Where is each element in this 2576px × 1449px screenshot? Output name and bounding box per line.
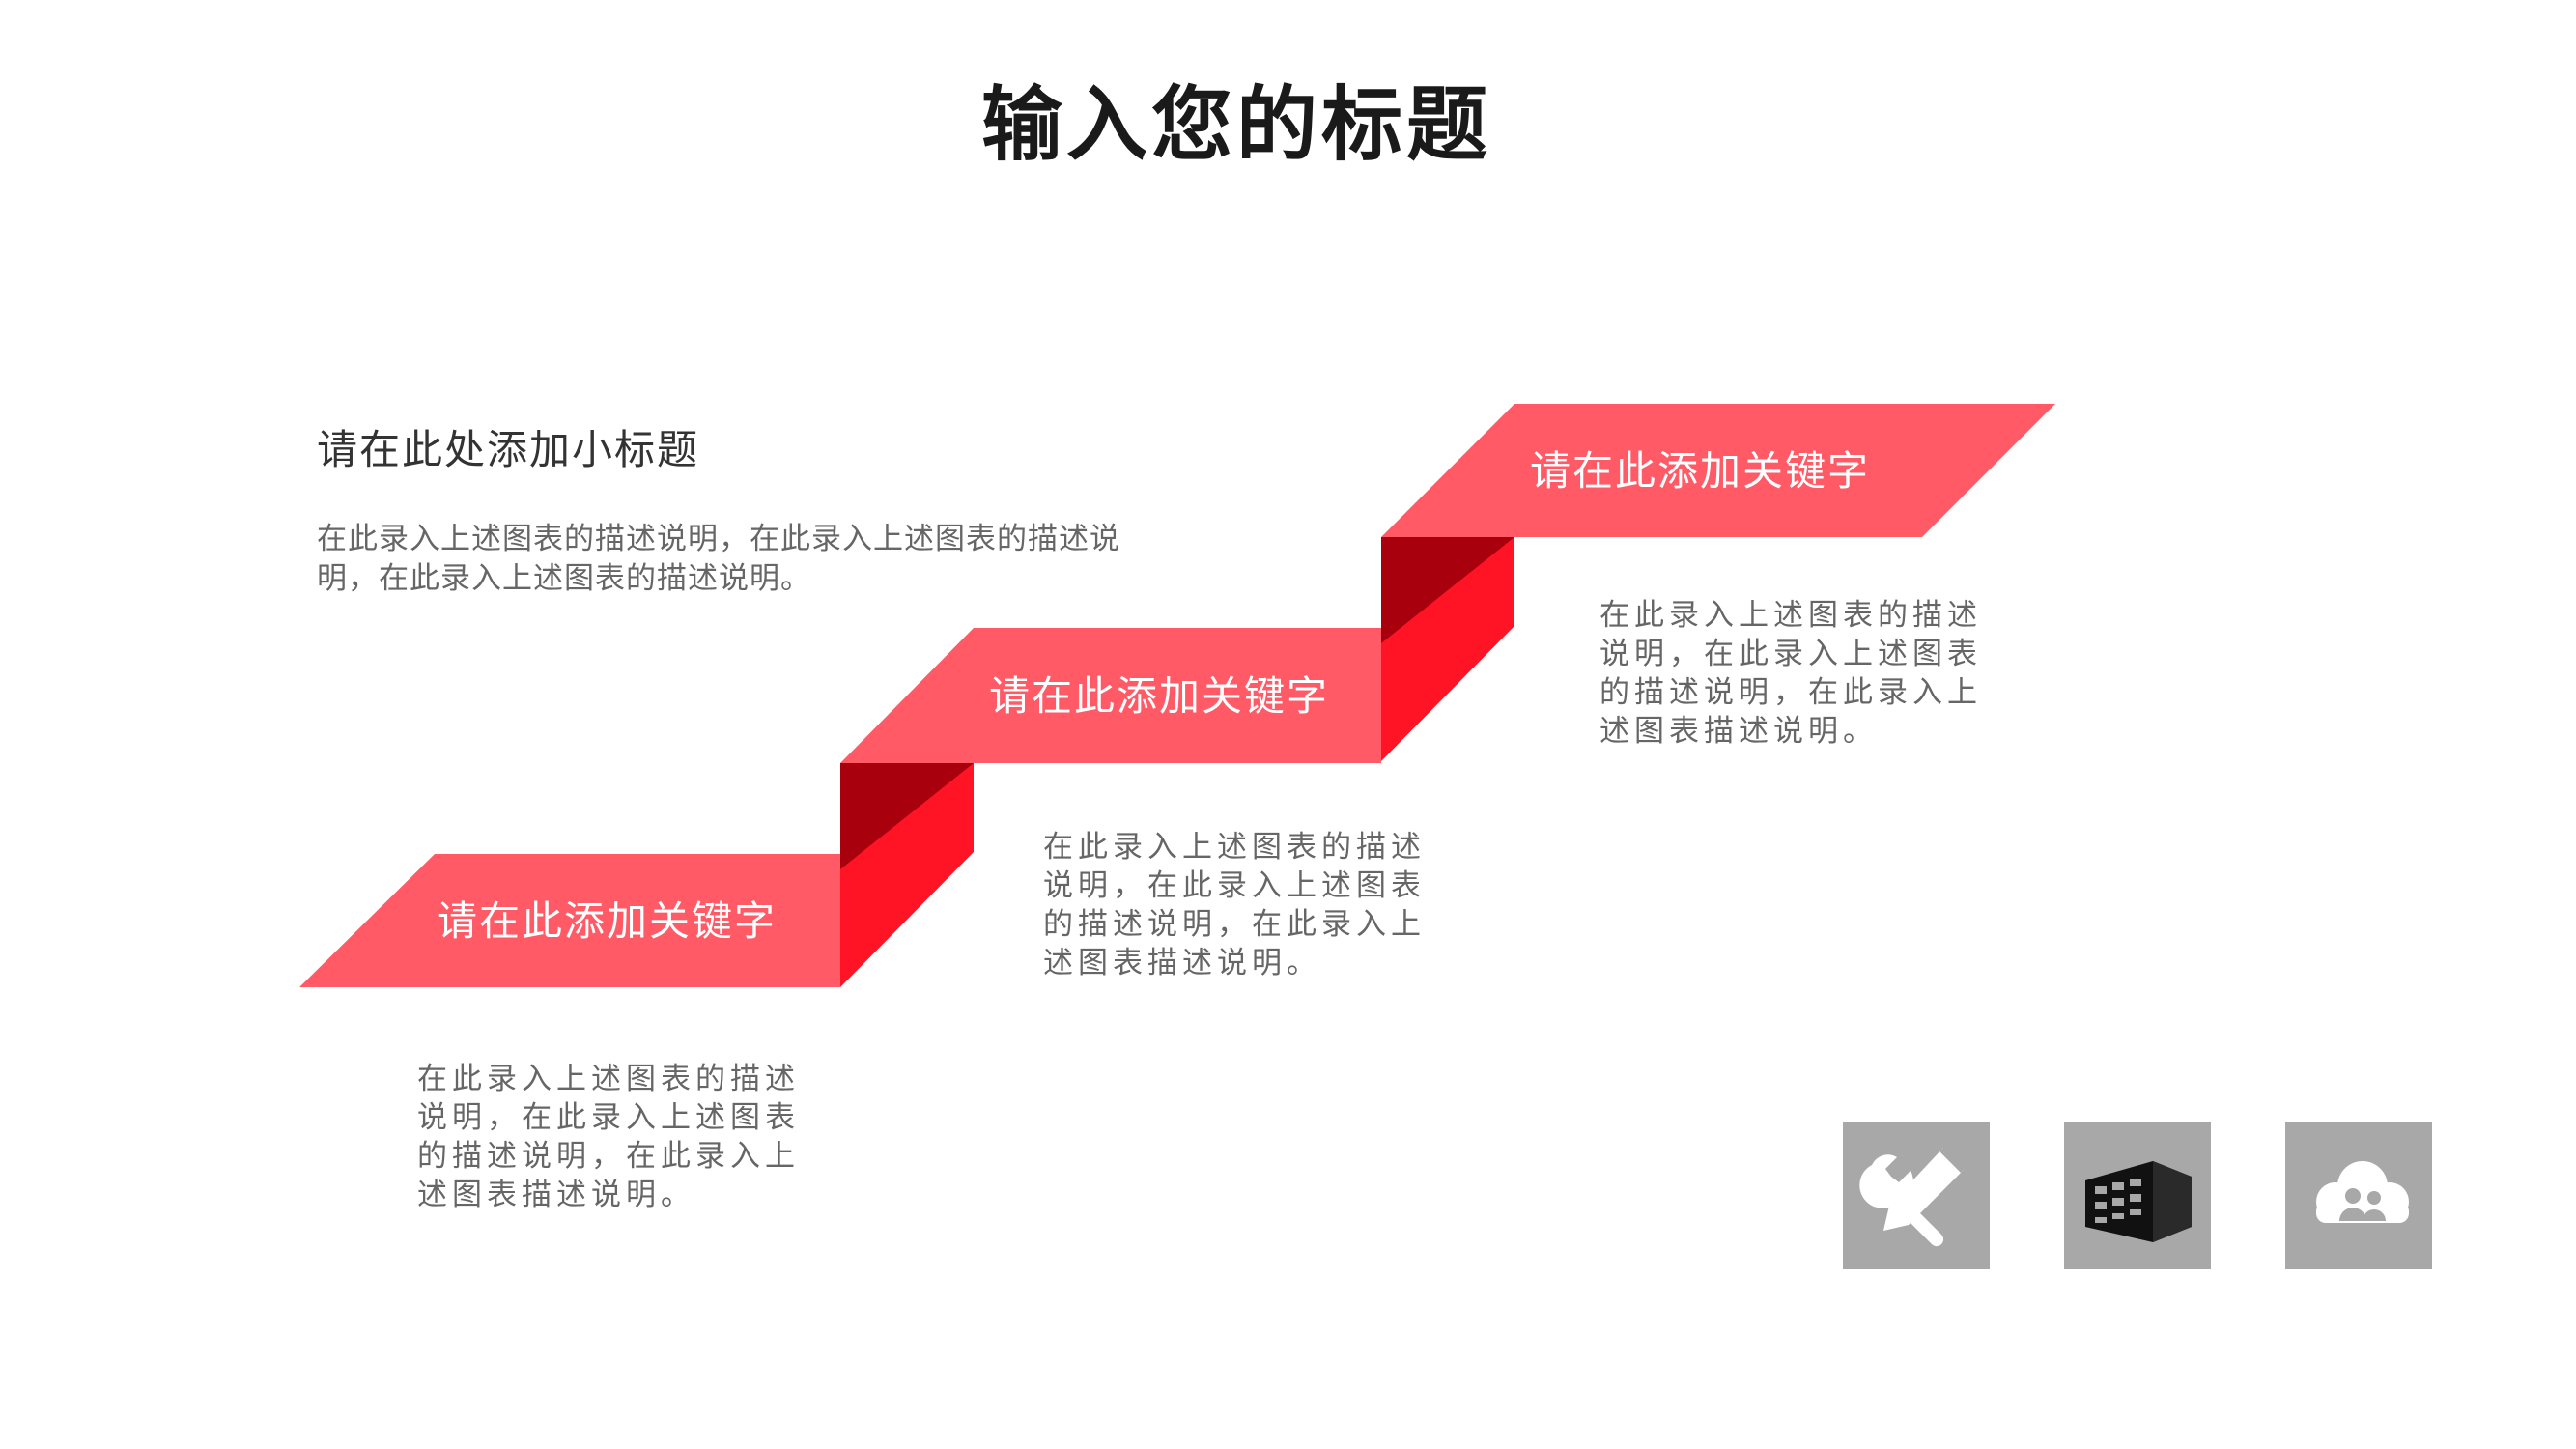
step-2-desc-line: 述图表描述说明。	[1043, 946, 1321, 980]
step-3-label: 请在此添加关键字	[1530, 447, 1870, 495]
step-3-ribbon	[1381, 404, 2055, 537]
step-1: 请在此添加关键字	[299, 854, 840, 987]
step-2-desc-line: 的描述说明，在此录入上	[1043, 907, 1426, 942]
building-icon	[2085, 1161, 2192, 1242]
step-1-label: 请在此添加关键字	[437, 897, 777, 945]
ribbon-fold-1-dark	[840, 763, 974, 869]
step-3-desc-line: 的描述说明，在此录入上	[1599, 675, 1982, 710]
intro-description: 在此录入上述图表的描述说明，在此录入上述图表的描述说明，在此录入上述图表的描述说…	[317, 522, 1120, 596]
section-subtitle: 请在此处添加小标题	[317, 426, 700, 473]
ribbon-fold-2-dark	[1381, 537, 1514, 643]
ribbon-fold-1	[840, 763, 974, 987]
ribbon-fold-2	[1381, 537, 1514, 761]
step-2-description: 在此录入上述图表的描述 说明，在此录入上述图表 的描述说明，在此录入上 述图表描…	[1043, 828, 1449, 982]
step-3-desc-line: 在此录入上述图表的描述	[1599, 598, 1982, 633]
tools-icon-tile	[1843, 1122, 1990, 1269]
cloud-people-icon	[2316, 1161, 2409, 1223]
step-1-desc-line: 述图表描述说明。	[417, 1178, 695, 1212]
step-1-desc-line: 的描述说明，在此录入上	[417, 1139, 800, 1174]
tools-icon	[1859, 1146, 1967, 1247]
step-3-desc-line: 说明，在此录入上述图表	[1599, 637, 1982, 671]
step-2-ribbon	[840, 628, 1381, 763]
step-3: 请在此添加关键字	[1381, 404, 2055, 537]
cloud-people-icon-tile	[2285, 1122, 2432, 1269]
step-2-desc-line: 说明，在此录入上述图表	[1043, 868, 1426, 903]
step-1-ribbon	[299, 854, 840, 987]
step-2-label: 请在此添加关键字	[989, 672, 1329, 720]
step-3-desc-line: 述图表描述说明。	[1599, 714, 1878, 749]
step-1-description: 在此录入上述图表的描述 说明，在此录入上述图表 的描述说明，在此录入上 述图表描…	[417, 1060, 823, 1214]
step-2-desc-line: 在此录入上述图表的描述	[1043, 830, 1426, 865]
page-title: 输入您的标题	[980, 77, 1491, 172]
step-3-description: 在此录入上述图表的描述 说明，在此录入上述图表 的描述说明，在此录入上 述图表描…	[1599, 596, 2005, 751]
step-1-desc-line: 说明，在此录入上述图表	[417, 1100, 800, 1135]
step-2: 请在此添加关键字	[840, 628, 1381, 763]
building-icon-tile	[2064, 1122, 2211, 1269]
step-1-desc-line: 在此录入上述图表的描述	[417, 1062, 800, 1096]
